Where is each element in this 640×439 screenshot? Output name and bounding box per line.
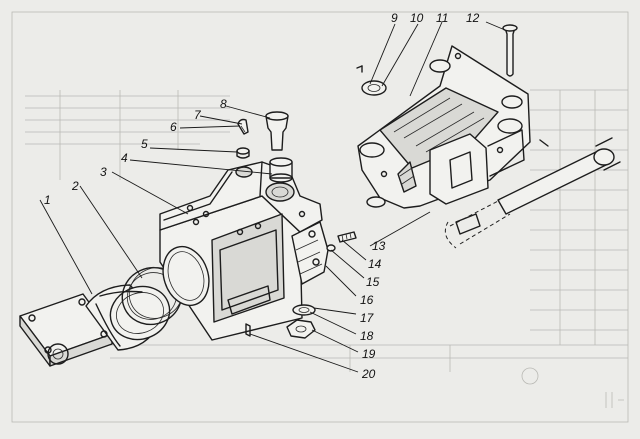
callout-5: 5	[141, 137, 148, 151]
callout-3: 3	[100, 165, 107, 179]
callout-8: 8	[220, 97, 227, 111]
callout-13: 13	[372, 239, 386, 253]
callout-2: 2	[71, 179, 79, 193]
callout-10: 10	[410, 11, 424, 25]
callout-6: 6	[170, 120, 177, 134]
callout-9: 9	[391, 11, 398, 25]
callout-labels: 1 2 3 4 5 6 7 8 9 10 11 12 13 14 15 16 1…	[44, 11, 480, 381]
parts-9-10-12	[356, 24, 518, 96]
callout-1: 1	[44, 193, 51, 207]
callout-14: 14	[368, 257, 382, 271]
callout-4: 4	[121, 151, 128, 165]
callout-16: 16	[360, 293, 374, 307]
callout-19: 19	[362, 347, 376, 361]
callout-12: 12	[466, 11, 480, 25]
callout-17: 17	[360, 311, 375, 325]
small-parts-14-20	[245, 231, 357, 339]
callout-7: 7	[194, 108, 202, 122]
part-1-flange-adapter	[19, 284, 171, 367]
part-13-hydraulic-cylinder	[444, 137, 621, 249]
part-11-upper-bracket	[357, 45, 531, 209]
part-16-clamp-bracket	[291, 221, 329, 285]
small-parts-4-8	[236, 111, 293, 183]
callout-15: 15	[366, 275, 380, 289]
callout-18: 18	[360, 329, 374, 343]
part-3-main-housing	[159, 161, 323, 341]
leader-lines	[39, 21, 506, 373]
callout-20: 20	[361, 367, 376, 381]
callout-11: 11	[436, 11, 448, 25]
